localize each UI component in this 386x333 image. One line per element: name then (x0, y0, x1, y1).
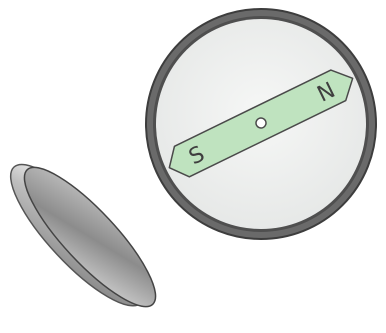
disc-magnet (0, 144, 172, 329)
compass: N S (146, 9, 376, 239)
magnet-face (8, 152, 172, 322)
